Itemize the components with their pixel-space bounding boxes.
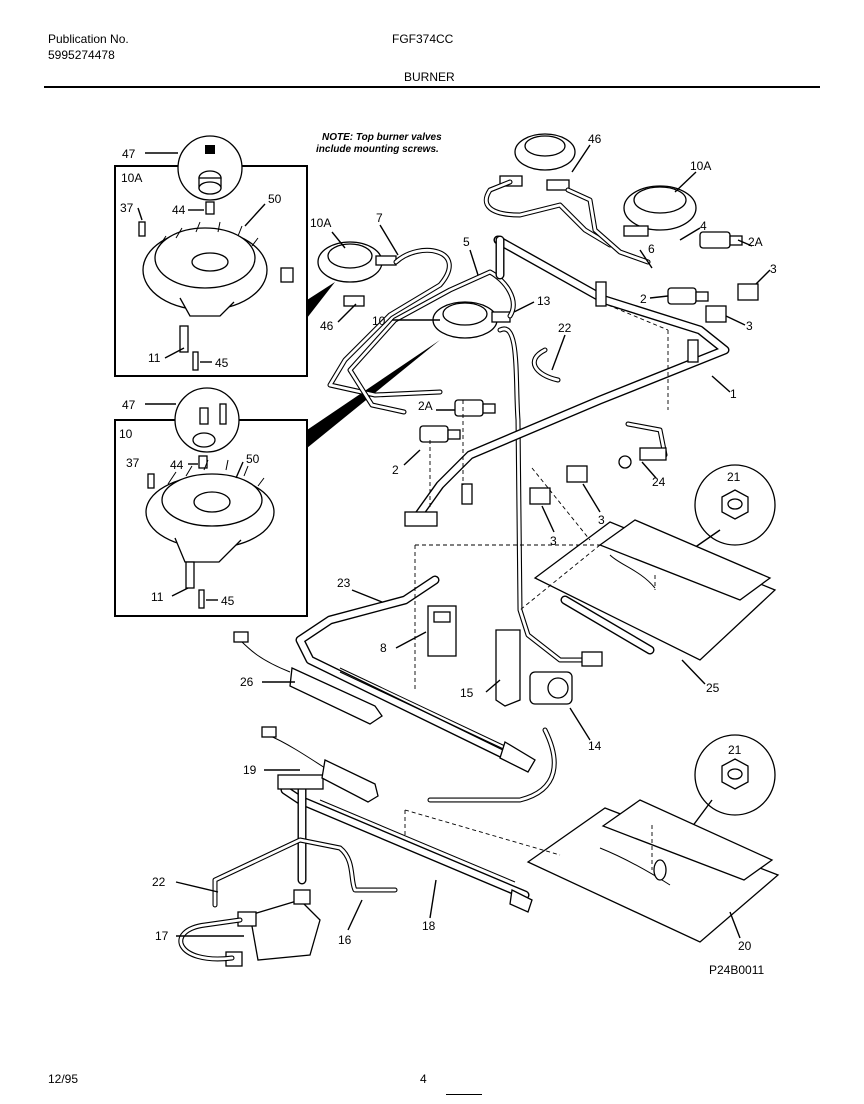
callout-labels: 47 10A 37 44 50 11 45 47 10 37 44 50 11 … <box>119 132 777 977</box>
callout-24: 24 <box>652 475 666 489</box>
callout-13: 13 <box>537 294 551 308</box>
oven-burner-23 <box>295 575 536 773</box>
callout-2: 2 <box>640 292 647 306</box>
callout-37: 37 <box>126 456 140 470</box>
callout-18: 18 <box>422 919 436 933</box>
publication-label: Publication No. <box>48 32 129 46</box>
callout-50: 50 <box>268 192 282 206</box>
oven-burner-18 <box>277 774 533 913</box>
callout-3: 3 <box>550 534 557 548</box>
footer-date: 12/95 <box>48 1072 79 1086</box>
callout-45: 45 <box>215 356 229 370</box>
callout-47: 47 <box>122 398 136 412</box>
model-number: FGF374CC <box>392 32 454 46</box>
oven-tubes <box>178 837 398 962</box>
callout-2a: 2A <box>748 235 763 249</box>
valve-left-2a <box>454 399 496 417</box>
baffle-20 <box>526 799 780 943</box>
callout-10: 10 <box>372 314 386 328</box>
header-rule <box>44 86 820 88</box>
igniter-8 <box>427 605 457 657</box>
nut-detail-top <box>654 464 776 576</box>
callout-10a-box: 10A <box>121 171 142 185</box>
callout-47: 47 <box>122 147 136 161</box>
valve-right-2 <box>667 287 709 305</box>
burner-head-10a-left <box>317 241 397 307</box>
callout-14: 14 <box>588 739 602 753</box>
detail-box-10 <box>114 387 308 617</box>
callout-11: 11 <box>151 590 164 604</box>
bracket-15 <box>495 629 521 707</box>
note-line-2: include mounting screws. <box>316 144 439 155</box>
detail-box-10a <box>114 135 308 377</box>
callout-50: 50 <box>246 452 260 466</box>
callout-10a: 10A <box>690 159 711 173</box>
callout-2a: 2A <box>418 399 433 413</box>
baffle-25 <box>533 519 777 661</box>
callout-20: 20 <box>738 939 752 953</box>
page-number: 4 <box>420 1072 427 1086</box>
callout-22: 22 <box>558 321 572 335</box>
callout-11: 11 <box>148 351 161 365</box>
callout-45: 45 <box>221 594 235 608</box>
assembly-lines <box>404 304 669 870</box>
callout-15: 15 <box>460 686 474 700</box>
section-title: BURNER <box>404 70 455 84</box>
callout-2: 2 <box>392 463 399 477</box>
callout-16: 16 <box>338 933 352 947</box>
valve-clips <box>529 283 759 505</box>
callout-3: 3 <box>770 262 777 276</box>
detail-pointer-10a <box>307 282 335 318</box>
fitting-24 <box>618 421 668 469</box>
oven-valve-17 <box>225 889 321 967</box>
callout-7: 7 <box>376 211 383 225</box>
callout-17: 17 <box>155 929 169 943</box>
callout-46: 46 <box>320 319 334 333</box>
callout-26: 26 <box>240 675 254 689</box>
footer-rule <box>446 1094 482 1095</box>
callout-3: 3 <box>598 513 605 527</box>
callout-21: 21 <box>728 743 742 757</box>
callout-23: 23 <box>337 576 351 590</box>
callout-10-box: 10 <box>119 427 133 441</box>
callout-25: 25 <box>706 681 720 695</box>
valve-left-2 <box>419 425 461 443</box>
valve-right-2a <box>699 231 743 249</box>
regulator-14 <box>427 651 603 803</box>
drawing-code: P24B0011 <box>709 963 764 977</box>
note-line-1: NOTE: Top burner valves <box>322 132 442 143</box>
callout-37: 37 <box>120 201 134 215</box>
burner-head-top <box>499 133 576 191</box>
burner-head-10 <box>432 301 511 339</box>
callout-22: 22 <box>152 875 166 889</box>
callout-1: 1 <box>730 387 737 401</box>
callout-6: 6 <box>648 242 655 256</box>
callout-19: 19 <box>243 763 257 777</box>
callout-4: 4 <box>700 219 707 233</box>
igniter-19 <box>261 726 379 803</box>
callout-5: 5 <box>463 235 470 249</box>
callout-10a: 10A <box>310 216 331 230</box>
burner-head-10a-right <box>623 185 697 237</box>
callout-21: 21 <box>727 470 741 484</box>
callout-8: 8 <box>380 641 387 655</box>
leader-lines <box>175 144 771 939</box>
publication-number: 5995274478 <box>48 48 115 62</box>
callout-44: 44 <box>172 203 186 217</box>
callout-3: 3 <box>746 319 753 333</box>
manifold-pipe <box>404 235 730 527</box>
igniter-26 <box>233 631 383 725</box>
callout-46: 46 <box>588 132 602 146</box>
callout-44: 44 <box>170 458 184 472</box>
nut-detail-bottom <box>659 734 776 871</box>
